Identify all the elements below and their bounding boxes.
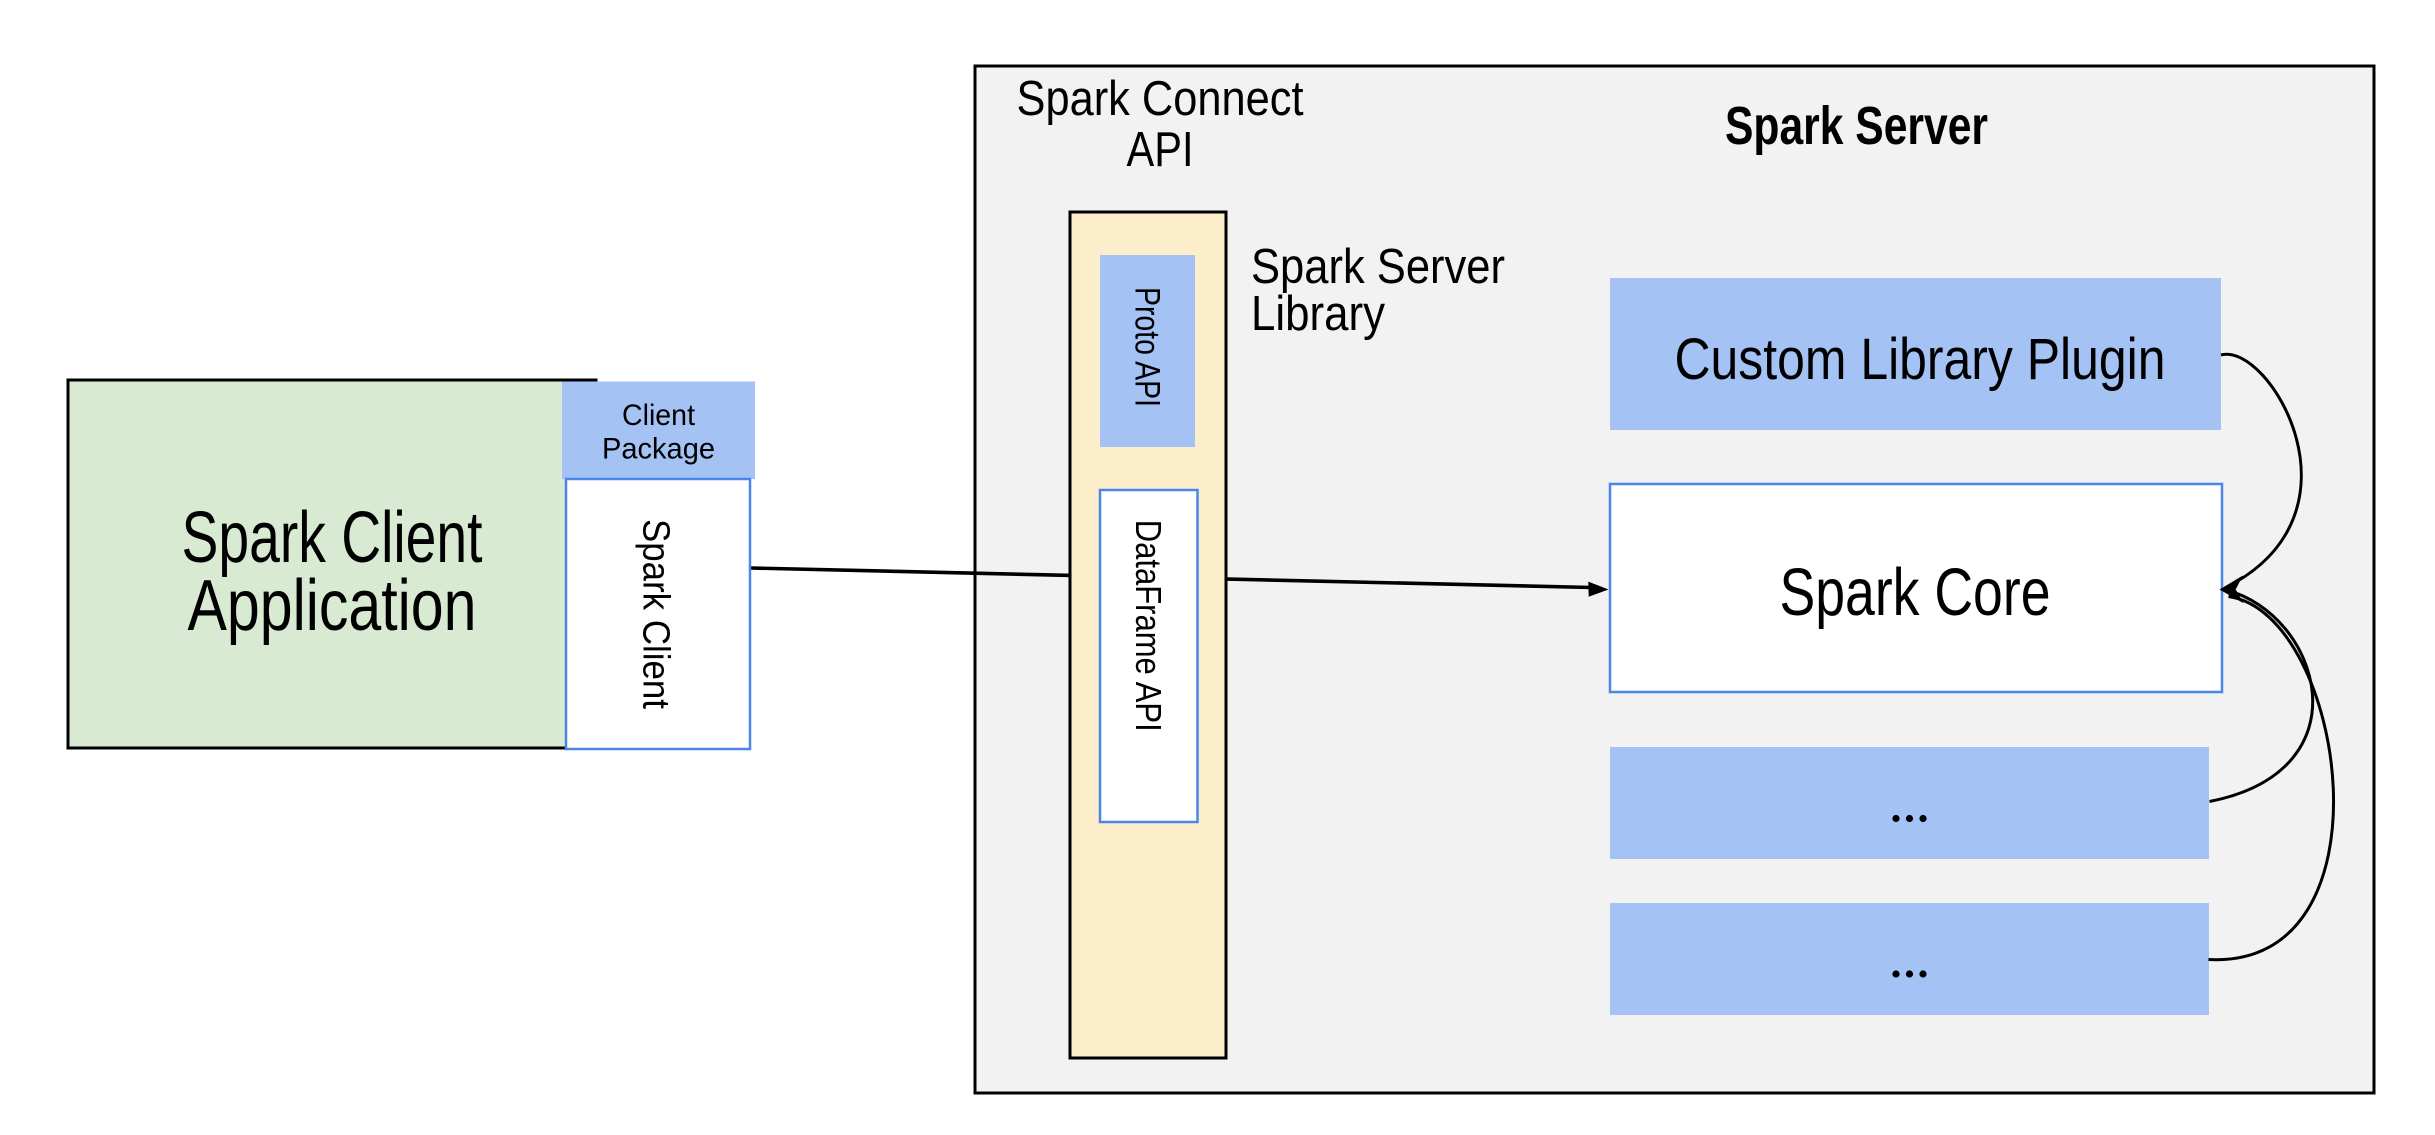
svg-text:Library: Library — [1251, 287, 1385, 341]
svg-text:Package: Package — [602, 433, 715, 466]
svg-text:Custom Library Plugin: Custom Library Plugin — [1675, 327, 2166, 392]
svg-text:DataFrame API: DataFrame API — [1128, 520, 1169, 732]
svg-text:Spark Client: Spark Client — [182, 498, 483, 578]
svg-text:Spark Client: Spark Client — [635, 519, 677, 709]
svg-text:Proto API: Proto API — [1128, 287, 1167, 407]
svg-text:Spark Core: Spark Core — [1780, 555, 2051, 630]
svg-text:Application: Application — [188, 566, 477, 646]
svg-text:API: API — [1127, 123, 1194, 177]
svg-text:Spark Server: Spark Server — [1251, 240, 1505, 294]
svg-text:Client: Client — [622, 399, 696, 432]
svg-text:Spark Connect: Spark Connect — [1017, 72, 1304, 126]
svg-text:Spark Server: Spark Server — [1725, 96, 1988, 156]
